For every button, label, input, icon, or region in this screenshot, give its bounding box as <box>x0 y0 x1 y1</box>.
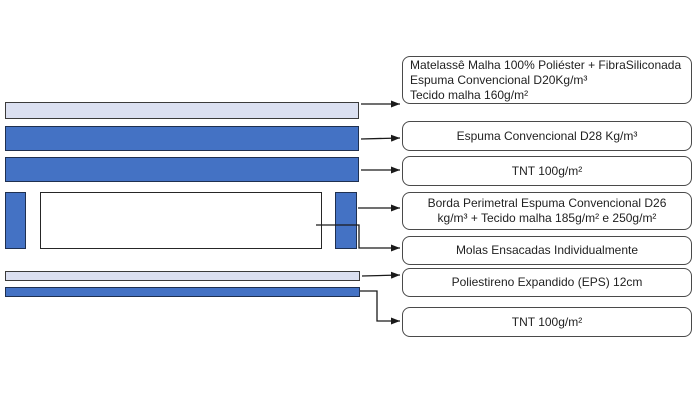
eps-layer-bar <box>5 271 360 281</box>
label-molas-text: Molas Ensacadas Individualmente <box>455 243 639 257</box>
connector-arrow-eps <box>361 271 401 279</box>
connector-elbow-molas <box>316 224 400 252</box>
quilted-top-layer-bar <box>5 102 359 119</box>
espuma-d28-layer-bar <box>5 126 359 151</box>
label-matelasse-line2: Espuma Convencional D20Kg/m³ <box>410 72 588 87</box>
label-box-molas: Molas Ensacadas Individualmente <box>402 236 692 265</box>
label-matelasse-line1: Matelassê Malha 100% Poliéster + FibraSi… <box>410 57 682 72</box>
label-borda-line1: Borda Perimetral Espuma Convencional D26 <box>427 196 667 210</box>
label-box-tnt-upper: TNT 100g/m² <box>402 156 692 186</box>
connector-arrow-espuma-d28 <box>360 134 401 142</box>
label-eps-text: Poliestireno Expandido (EPS) 12cm <box>451 275 643 289</box>
label-matelasse-line3: Tecido malha 160g/m² <box>410 87 529 102</box>
label-box-borda-perimetral: Borda Perimetral Espuma Convencional D26… <box>402 192 692 230</box>
label-box-eps: Poliestireno Expandido (EPS) 12cm <box>402 268 692 297</box>
label-tnt-lower-text: TNT 100g/m² <box>511 314 583 329</box>
borda-perimetral-left-bar <box>5 192 26 249</box>
label-borda-line2: kg/m³ + Tecido malha 185g/m² e 250g/m² <box>437 211 657 225</box>
label-box-matelasse: Matelassê Malha 100% Poliéster + FibraSi… <box>402 56 692 104</box>
label-espuma-d28-text: Espuma Convencional D28 Kg/m³ <box>456 128 638 143</box>
molas-spring-core-box <box>40 192 322 249</box>
label-tnt-upper-text: TNT 100g/m² <box>511 163 583 178</box>
connector-elbow-tnt-lower <box>360 290 400 325</box>
borda-perimetral-right-bar <box>335 192 357 249</box>
tnt-lower-layer-bar <box>5 287 360 297</box>
label-box-tnt-lower: TNT 100g/m² <box>402 307 692 337</box>
label-box-espuma-d28: Espuma Convencional D28 Kg/m³ <box>402 121 692 151</box>
tnt-upper-layer-bar <box>5 157 359 182</box>
